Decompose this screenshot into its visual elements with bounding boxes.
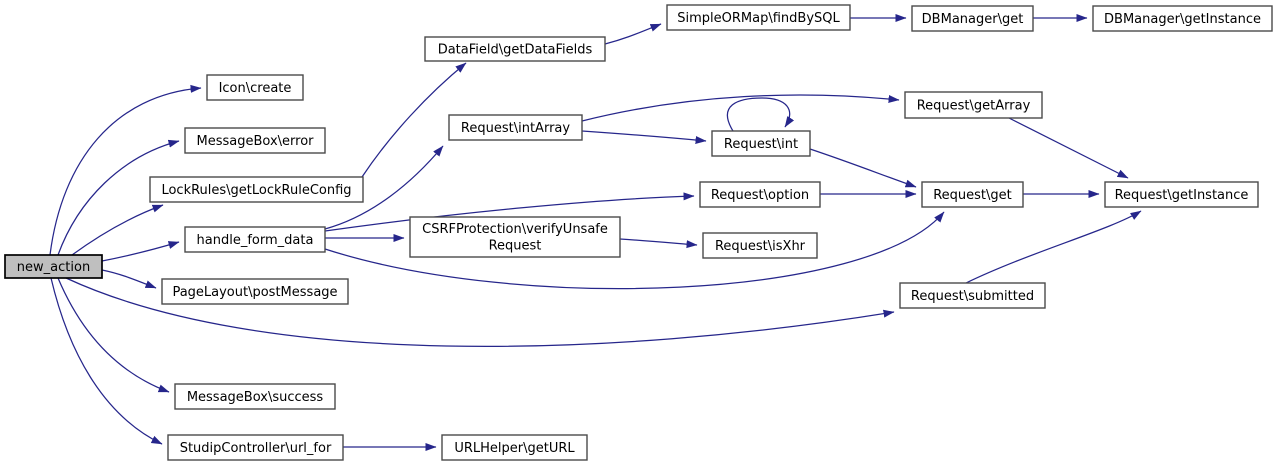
edge-datafield-getdatafields-to-simpleormap-findbysql: [604, 23, 662, 45]
node-label-studipcontroller-url-for: StudipController\url_for: [180, 441, 332, 456]
node-box-datafield-getdatafields[interactable]: [424, 36, 606, 62]
node-dbmanager-get[interactable]: DBManager\get: [911, 5, 1034, 32]
node-box-request-intarray[interactable]: [448, 114, 583, 141]
node-messagebox-success[interactable]: MessageBox\success: [174, 383, 336, 410]
node-label-handle-form-data: handle_form_data: [197, 233, 314, 248]
edge-request-intarray-to-request-getarray: [581, 94, 900, 122]
edge-request-int-to-request-int: [726, 97, 795, 132]
node-studipcontroller-url-for[interactable]: StudipController\url_for: [167, 434, 344, 461]
node-box-icon-create[interactable]: [206, 74, 304, 101]
node-label-pagelayout-postmessage: PageLayout\postMessage: [172, 285, 337, 300]
node-box-messagebox-error[interactable]: [184, 127, 326, 154]
node-box-pagelayout-postmessage[interactable]: [161, 278, 349, 305]
edge-new-action-to-handle-form-data: [101, 241, 180, 262]
edge-request-getarray-to-request-getinstance: [1008, 117, 1129, 179]
node-label-lockrules-getlockruleconfig: LockRules\getLockRuleConfig: [161, 183, 351, 198]
edge-new-action-to-messagebox-success: [57, 277, 170, 393]
edge-new-action-to-messagebox-error: [57, 139, 180, 256]
edge-request-int-to-request-get: [809, 148, 917, 188]
node-label-dbmanager-getinstance: DBManager\getInstance: [1104, 12, 1261, 27]
node-label-request-getinstance: Request\getInstance: [1115, 188, 1249, 203]
node-label-urlhelper-geturl: URLHelper\getURL: [454, 441, 575, 456]
edge-handle-form-data-to-request-get: [324, 211, 945, 290]
node-label-request-isxhr: Request\isXhr: [715, 239, 806, 254]
edge-csrfprotection-verifyunsaferequest-to-request-isxhr: [619, 238, 698, 249]
node-label-messagebox-error: MessageBox\error: [197, 134, 315, 149]
node-box-request-getarray[interactable]: [904, 91, 1043, 119]
node-request-int[interactable]: Request\int: [711, 130, 811, 157]
node-request-isxhr[interactable]: Request\isXhr: [702, 232, 818, 259]
node-label-new-action: new_action: [17, 260, 90, 275]
edge-new-action-to-icon-create: [49, 84, 202, 256]
node-box-simpleormap-findbysql[interactable]: [666, 4, 851, 31]
node-box-request-getinstance[interactable]: [1104, 181, 1259, 208]
nodes-layer: new_action Icon\createMessageBox\errorLoc…: [4, 4, 1273, 461]
node-box-handle-form-data[interactable]: [184, 226, 326, 253]
node-label-request-option: Request\option: [711, 188, 809, 203]
node-label-request-intarray: Request\intArray: [461, 121, 570, 136]
node-request-get[interactable]: Request\get: [921, 181, 1024, 208]
node-new-action: new_action: [4, 254, 103, 279]
node-label-dbmanager-get: DBManager\get: [922, 12, 1024, 27]
edge-new-action-to-lockrules-getlockruleconfig: [71, 204, 164, 256]
node-label-line: CSRFProtection\verifyUnsafe: [422, 222, 608, 237]
edge-lockrules-getlockruleconfig-to-datafield-getdatafields: [361, 62, 467, 178]
node-box-urlhelper-geturl[interactable]: [441, 434, 588, 461]
node-label-messagebox-success: MessageBox\success: [187, 390, 324, 405]
node-box-request-option[interactable]: [699, 181, 821, 208]
edge-handle-form-data-to-request-intarray: [324, 145, 444, 230]
edge-request-submitted-to-request-getinstance: [965, 210, 1142, 284]
node-dbmanager-getinstance[interactable]: DBManager\getInstance: [1092, 5, 1273, 32]
node-lockrules-getlockruleconfig[interactable]: LockRules\getLockRuleConfig: [149, 176, 364, 203]
node-request-getinstance[interactable]: Request\getInstance: [1104, 181, 1259, 208]
node-box-request-int[interactable]: [711, 130, 811, 157]
edge-handle-form-data-to-request-option: [324, 192, 695, 232]
node-messagebox-error[interactable]: MessageBox\error: [184, 127, 326, 154]
node-label-request-int: Request\int: [724, 137, 798, 152]
node-box-request-get[interactable]: [921, 181, 1024, 208]
node-label-request-getarray: Request\getArray: [917, 99, 1031, 114]
node-box-messagebox-success[interactable]: [174, 383, 336, 410]
node-label-simpleormap-findbysql: SimpleORMap\findBySQL: [677, 11, 840, 26]
node-label-line: Request: [489, 239, 542, 254]
node-pagelayout-postmessage[interactable]: PageLayout\postMessage: [161, 278, 349, 305]
node-box-request-isxhr[interactable]: [702, 232, 818, 259]
edge-new-action-to-request-submitted: [65, 277, 895, 348]
node-label-datafield-getdatafields: DataField\getDataFields: [438, 43, 593, 58]
node-icon-create[interactable]: Icon\create: [206, 74, 304, 101]
node-request-submitted[interactable]: Request\submitted: [899, 282, 1046, 309]
edge-new-action-to-pagelayout-postmessage: [101, 269, 157, 289]
node-request-intarray[interactable]: Request\intArray: [448, 114, 583, 141]
edges-layer: [49, 14, 1142, 451]
node-box-lockrules-getlockruleconfig[interactable]: [149, 176, 364, 203]
node-box-csrfprotection-verifyunsaferequest[interactable]: [409, 216, 621, 258]
node-label-request-get: Request\get: [933, 188, 1012, 203]
node-box-dbmanager-get[interactable]: [911, 5, 1034, 32]
node-box-new-action: [4, 254, 103, 279]
node-label-request-submitted: Request\submitted: [911, 289, 1034, 304]
node-request-option[interactable]: Request\option: [699, 181, 821, 208]
node-box-studipcontroller-url-for[interactable]: [167, 434, 344, 461]
node-datafield-getdatafields[interactable]: DataField\getDataFields: [424, 36, 606, 62]
node-box-request-submitted[interactable]: [899, 282, 1046, 309]
node-box-dbmanager-getinstance[interactable]: [1092, 5, 1273, 32]
node-request-getarray[interactable]: Request\getArray: [904, 91, 1043, 119]
node-urlhelper-geturl[interactable]: URLHelper\getURL: [441, 434, 588, 461]
edge-new-action-to-studipcontroller-url-for: [50, 277, 163, 445]
node-simpleormap-findbysql[interactable]: SimpleORMap\findBySQL: [666, 4, 851, 31]
node-label-icon-create: Icon\create: [219, 81, 292, 96]
node-handle-form-data[interactable]: handle_form_data: [184, 226, 326, 253]
edge-request-intarray-to-request-int: [581, 130, 707, 144]
